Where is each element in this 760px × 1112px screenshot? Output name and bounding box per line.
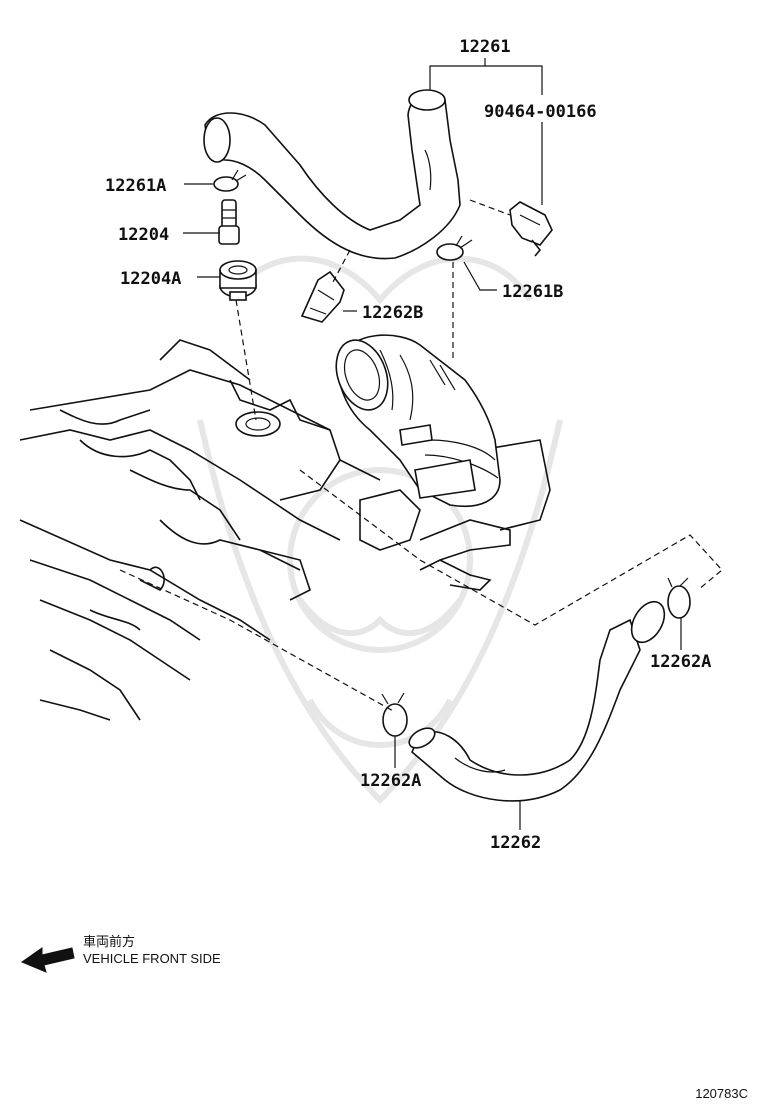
label-12204: 12204 <box>118 225 169 245</box>
label-12261B: 12261B <box>502 282 563 302</box>
left-arrow-icon <box>20 947 75 973</box>
grommet-12204A <box>219 260 257 301</box>
hose-12262 <box>408 600 666 802</box>
vehicle-front-indicator: 車両前方 VEHICLE FRONT SIDE <box>20 934 221 973</box>
assembly-lines <box>119 199 723 713</box>
label-90464-00166: 90464-00166 <box>484 102 597 122</box>
clamp-12262B <box>300 270 345 323</box>
engine-block-outline <box>19 339 551 721</box>
clip-12262A-right <box>667 577 691 619</box>
label-12204A: 12204A <box>120 269 181 289</box>
label-12261A: 12261A <box>105 176 166 196</box>
clamp-90464-00166 <box>509 201 553 257</box>
label-12262A-right: 12262A <box>650 652 711 672</box>
direction-label-japanese: 車両前方 <box>83 934 135 949</box>
watermark <box>197 255 563 805</box>
air-intake-duct <box>335 334 501 507</box>
label-12262B: 12262B <box>362 303 423 323</box>
label-12261: 12261 <box>459 37 510 57</box>
label-12262A-bottom: 12262A <box>360 771 421 791</box>
hose-12261 <box>203 89 461 260</box>
clip-12261A <box>213 169 247 192</box>
diagram-id: 120783C <box>695 1086 748 1101</box>
clip-12261B <box>436 235 473 261</box>
label-12262: 12262 <box>490 833 541 853</box>
pcv-valve-12204 <box>218 199 240 245</box>
clip-12262A-bottom <box>381 692 408 737</box>
direction-label-english: VEHICLE FRONT SIDE <box>83 951 221 966</box>
leader-lines <box>183 58 682 830</box>
